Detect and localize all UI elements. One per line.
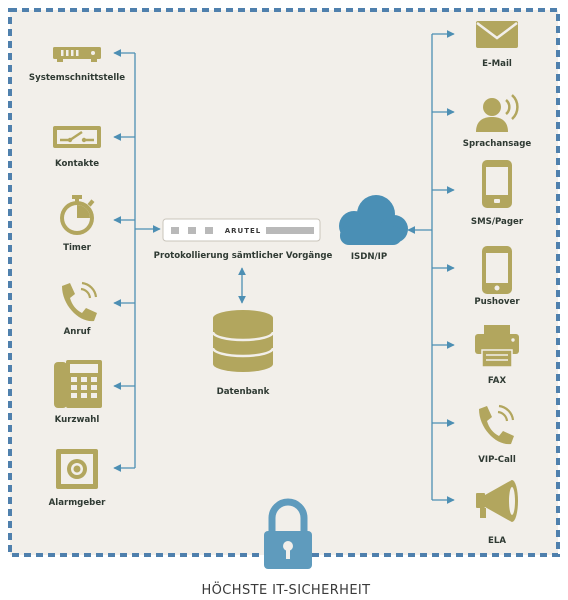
envelope-icon xyxy=(476,21,518,48)
contact-switch-icon xyxy=(53,126,101,148)
input-label: Anruf xyxy=(64,327,91,337)
output-connectors xyxy=(407,30,455,504)
input-label: Kontakte xyxy=(55,159,99,169)
megaphone-icon xyxy=(476,480,518,522)
arutel-device: ARUTEL xyxy=(162,218,321,242)
output-label: FAX xyxy=(488,376,507,386)
input-label: Kurzwahl xyxy=(55,415,100,425)
database-icon xyxy=(211,310,275,372)
padlock-icon xyxy=(264,498,312,569)
database-label: Datenbank xyxy=(217,387,270,397)
input-label: Alarmgeber xyxy=(49,498,107,508)
output-label: SMS/Pager xyxy=(471,217,524,227)
smartphone-icon xyxy=(482,246,512,294)
phone-call-icon xyxy=(62,281,98,322)
output-label: Pushover xyxy=(474,297,520,307)
stopwatch-icon xyxy=(60,195,95,235)
pager-icon xyxy=(482,160,512,208)
modem-icon xyxy=(53,47,101,62)
alarm-box-icon xyxy=(56,449,98,489)
device-caption: Protokollierung sämtlicher Vorgänge xyxy=(154,251,333,261)
output-label: VIP-Call xyxy=(478,455,516,465)
security-zone xyxy=(8,8,560,557)
output-label: Sprachansage xyxy=(463,139,532,149)
network-label: ISDN/IP xyxy=(351,252,387,262)
speaker-person-icon xyxy=(476,94,519,132)
input-label: Timer xyxy=(63,243,92,253)
cloud-icon xyxy=(339,195,408,245)
output-label: E-Mail xyxy=(482,59,512,69)
footer-title: HÖCHSTE IT-SICHERHEIT xyxy=(201,581,370,598)
desk-phone-icon xyxy=(54,360,102,408)
output-label: ELA xyxy=(488,536,506,546)
device-brand: ARUTEL xyxy=(225,227,262,235)
fax-icon xyxy=(475,325,519,368)
input-label: Systemschnittstelle xyxy=(29,73,125,83)
vip-phone-icon xyxy=(479,404,515,445)
input-connectors xyxy=(113,49,161,472)
